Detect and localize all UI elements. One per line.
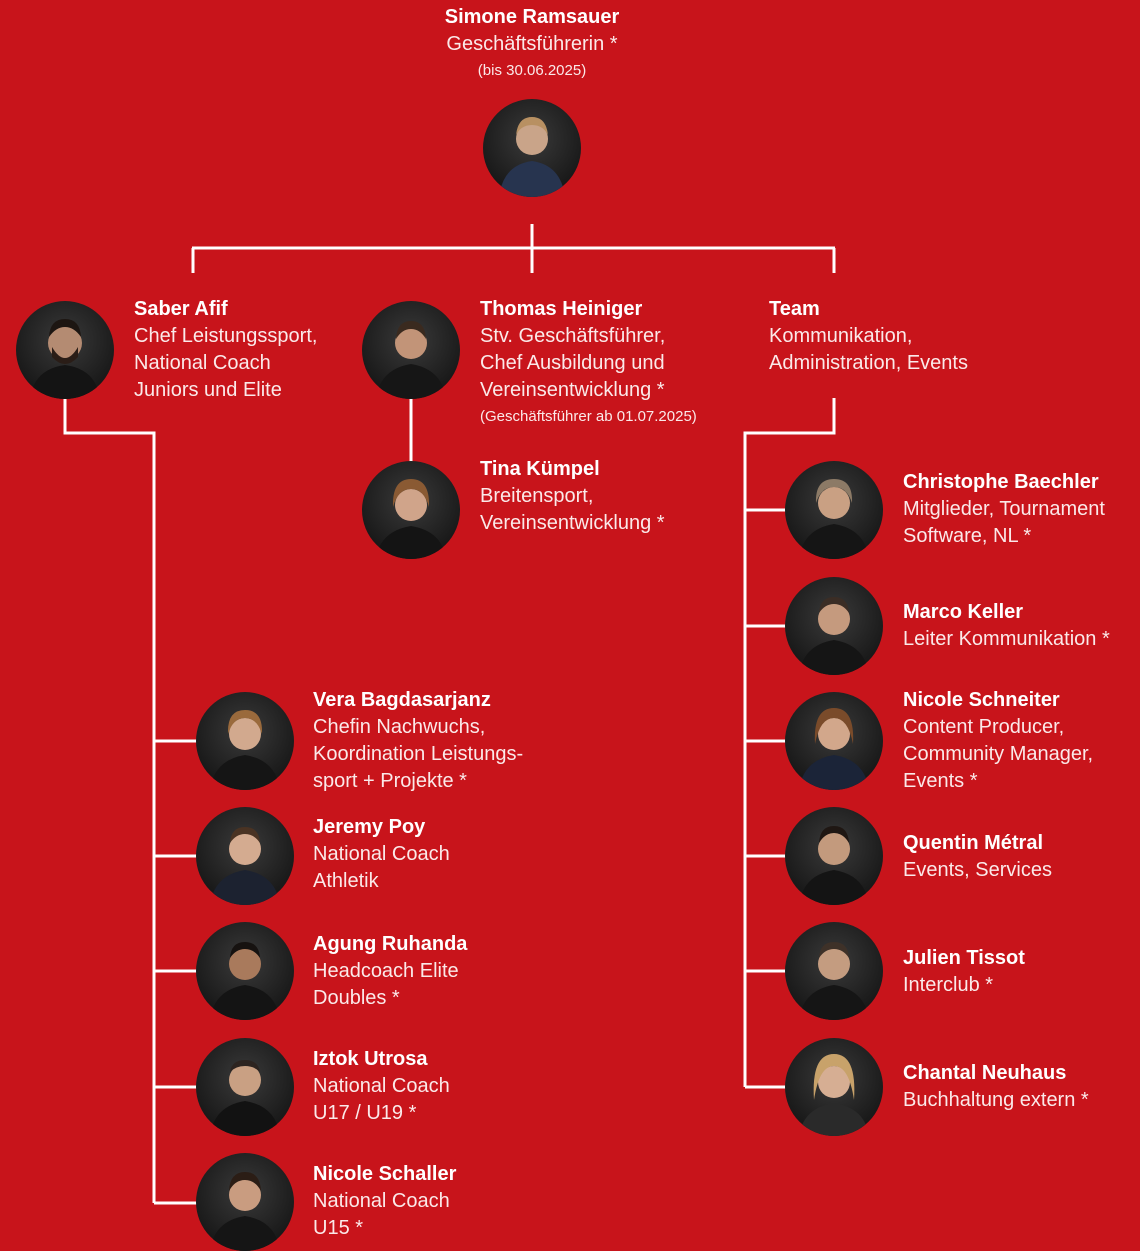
thomas-heiniger-note: (Geschäftsführer ab 01.07.2025) <box>480 408 697 425</box>
avatar-vera-bagdasarjanz <box>196 692 294 790</box>
member-name: Chantal Neuhaus <box>903 1062 1067 1084</box>
avatar-christophe-baechler <box>785 461 883 559</box>
member-role: Chefin Nachwuchs, Koordination Leistungs… <box>313 716 524 792</box>
left-team-member: Agung Ruhanda Headcoach Elite Doubles * <box>313 931 467 1012</box>
left-team-member: Iztok Utrosa National Coach U17 / U19 * <box>313 1046 450 1127</box>
avatar-nicole-schneiter <box>785 692 883 790</box>
ceo-block: Simone Ramsauer Geschäftsführerin * (bis… <box>0 4 1064 82</box>
ceo-role: Geschäftsführerin * <box>446 33 618 55</box>
team-name: Team <box>769 298 820 320</box>
left-team-member: Vera Bagdasarjanz Chefin Nachwuchs, Koor… <box>313 687 523 795</box>
member-name: Agung Ruhanda <box>313 933 468 955</box>
member-role: Interclub * <box>903 974 994 996</box>
avatar-jeremy-poy <box>196 807 294 905</box>
member-name: Julien Tissot <box>903 947 1025 969</box>
avatar-quentin-metral <box>785 807 883 905</box>
avatar-julien-tissot <box>785 922 883 1020</box>
member-name: Marco Keller <box>903 601 1024 623</box>
avatar-tina-kuempel <box>362 461 460 559</box>
member-name: Quentin Métral <box>903 832 1044 854</box>
avatar-nicole-schaller <box>196 1153 294 1251</box>
avatar-chantal-neuhaus <box>785 1038 883 1136</box>
saber-afif-block: Saber Afif Chef Leistungssport, National… <box>134 296 317 404</box>
member-role: National Coach Athletik <box>313 843 450 892</box>
saber-afif-name: Saber Afif <box>134 298 228 320</box>
right-team-member: Christophe Baechler Mitglieder, Tourname… <box>903 469 1105 550</box>
member-name: Nicole Schneiter <box>903 689 1060 711</box>
ceo-name: Simone Ramsauer <box>444 6 620 28</box>
saber-afif-role: Chef Leistungssport, National Coach Juni… <box>134 325 318 401</box>
avatar-agung-ruhanda <box>196 922 294 1020</box>
right-team-member: Quentin Métral Events, Services <box>903 830 1052 884</box>
thomas-heiniger-block: Thomas Heiniger Stv. Geschäftsführer, Ch… <box>480 296 697 428</box>
avatar-saber-afif <box>16 301 114 399</box>
member-role: Headcoach Elite Doubles * <box>313 960 459 1009</box>
member-role: Events, Services <box>903 859 1052 881</box>
avatar-thomas-heiniger <box>362 301 460 399</box>
team-role: Kommunikation, Administration, Events <box>769 325 968 374</box>
member-name: Jeremy Poy <box>313 816 426 838</box>
avatar-marco-keller <box>785 577 883 675</box>
team-block: Team Kommunikation, Administration, Even… <box>769 296 968 377</box>
tina-kuempel-name: Tina Kümpel <box>480 458 600 480</box>
avatar-iztok-utrosa <box>196 1038 294 1136</box>
member-role: Mitglieder, Tournament Software, NL * <box>903 498 1105 547</box>
right-team-member: Julien Tissot Interclub * <box>903 945 1025 999</box>
member-name: Iztok Utrosa <box>313 1048 428 1070</box>
member-role: Buchhaltung extern * <box>903 1089 1089 1111</box>
member-name: Nicole Schaller <box>313 1163 457 1185</box>
tina-kuempel-block: Tina Kümpel Breitensport, Vereinsentwick… <box>480 456 665 537</box>
member-name: Vera Bagdasarjanz <box>313 689 491 711</box>
left-team-member: Nicole Schaller National Coach U15 * <box>313 1161 456 1242</box>
tina-kuempel-role: Breitensport, Vereinsentwicklung * <box>480 485 665 534</box>
left-team-member: Jeremy Poy National Coach Athletik <box>313 814 450 895</box>
member-role: Content Producer, Community Manager, Eve… <box>903 716 1094 792</box>
right-team-member: Chantal Neuhaus Buchhaltung extern * <box>903 1060 1089 1114</box>
member-name: Christophe Baechler <box>903 471 1099 493</box>
thomas-heiniger-role: Stv. Geschäftsführer, Chef Ausbildung un… <box>480 325 666 401</box>
member-role: National Coach U17 / U19 * <box>313 1075 450 1124</box>
ceo-avatar <box>483 99 581 197</box>
member-role: National Coach U15 * <box>313 1190 450 1239</box>
right-team-member: Marco Keller Leiter Kommunikation * <box>903 599 1110 653</box>
ceo-note: (bis 30.06.2025) <box>477 62 587 79</box>
right-team-member: Nicole Schneiter Content Producer, Commu… <box>903 687 1093 795</box>
thomas-heiniger-name: Thomas Heiniger <box>480 298 643 320</box>
member-role: Leiter Kommunikation * <box>903 628 1110 650</box>
